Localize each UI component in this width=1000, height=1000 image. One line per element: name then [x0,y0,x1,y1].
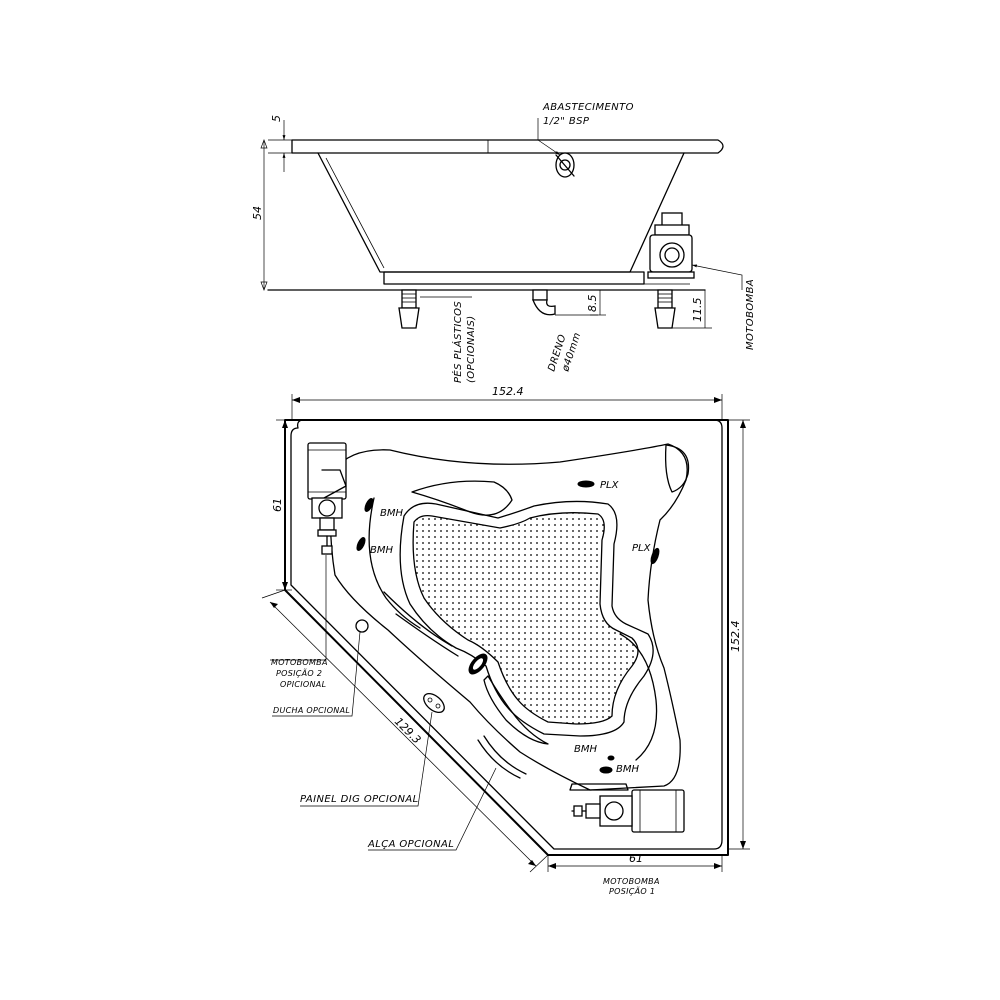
pump-pos2-label-line1: MOTOBOMBA [271,658,328,667]
pump-icon [307,442,347,555]
tub-base [383,271,645,285]
dim-height: 54 [251,206,264,220]
shower-icon [355,619,369,633]
jet-label-plx-1: PLX [600,480,620,491]
seat-ridge-left [368,497,421,629]
pump-pos2-label-line3: OPICIONAL [280,680,326,689]
seat-ridge-diag-2 [395,613,459,657]
dim-depth: 152.4 [729,621,742,653]
tub-inner-line [325,157,385,269]
basin-floor-rim [399,500,654,737]
drain-icon [468,653,488,675]
shower-label: DUCHA OPCIONAL [273,706,350,715]
jet-icon [607,755,615,761]
supply-leader [537,118,561,156]
adjustable-foot-icon [654,289,676,329]
pump-leader [691,264,743,290]
corner-headrest [664,444,690,493]
shower-leader [272,631,361,717]
supply-valve-icon [555,152,575,178]
seat-ridge-diag [383,591,453,647]
tub-outline-inner [290,419,723,850]
jet-label-bmh-2: BMH [370,545,393,556]
dim-drain: 8.5 [586,295,599,313]
tub-body [317,152,685,273]
pump-pos1-label-line1: MOTOBOMBA [603,877,660,886]
basin-floor [412,512,639,725]
digital-panel-icon [423,692,445,714]
dim-diagonal: 129.3 [392,715,423,746]
dim-rim: 5 [270,115,283,122]
pump-pos2-label-line2: POSIÇÃO 2 [276,668,322,678]
jet-label-plx-2: PLX [632,543,652,554]
armrest-bottom [483,675,549,745]
supply-label-line2: 1/2" BSP [543,116,590,127]
pump-pos2-leader [270,555,327,661]
jet-icon [599,766,613,774]
panel-label: PAINEL DIG OPCIONAL [300,794,419,805]
jet-label-bmh-1: BMH [380,508,403,519]
dim-feet: 11.5 [691,298,704,323]
dim-width: 152.4 [492,385,524,398]
drain-icon [532,289,556,316]
panel-leader [300,711,433,807]
feet-label-line1: PÉS PLÁSTICOS [451,301,464,383]
armrest-top [411,480,513,516]
pump-icon [647,212,695,279]
pump-pos1-label-line2: POSIÇÃO 1 [609,886,655,896]
jet-label-bmh-3: BMH [574,744,597,755]
dim-left-side: 61 [271,498,284,512]
handle-label: ALÇA OPCIONAL [367,839,454,850]
tub-rim [291,139,724,154]
dim-bottom-side: 61 [629,852,643,865]
jet-icon [364,498,374,512]
jet-label-bmh-4: BMH [616,764,639,775]
handle-leader [368,767,497,851]
basin-outline [329,443,688,791]
side-view: ABASTECIMENTO 1/2" BSP MOTOBOMBA DRENO ø… [251,102,756,383]
top-view: BMH BMH PLX PLX BMH BMH [261,385,750,896]
pump-icon [569,783,685,833]
jet-icon [577,480,595,488]
feet-label-line2: (OPCIONAIS) [466,315,477,383]
jet-icon [356,537,366,551]
pump-label: MOTOBOMBA [745,279,756,350]
adjustable-foot-icon [398,289,420,329]
supply-label-line1: ABASTECIMENTO [542,102,634,113]
jet-icon [650,547,660,565]
handle-icon [477,735,527,779]
